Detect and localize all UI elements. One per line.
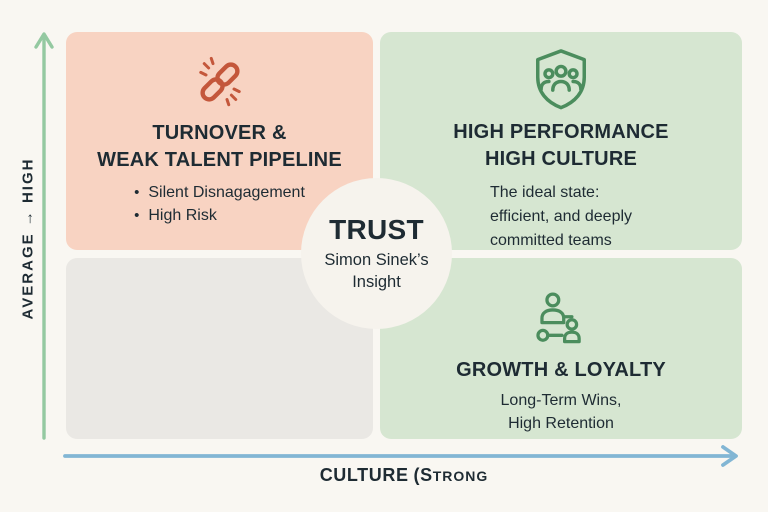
x-axis-label-paren: (S — [413, 465, 433, 485]
bullet-item: • High Risk — [134, 205, 305, 228]
quadrant-title: HIGH PERFORMANCE HIGH CULTURE — [453, 121, 669, 170]
center-trust-circle: TRUST Simon Sinek’s Insight — [301, 178, 452, 329]
bullet-glyph: • — [134, 184, 140, 202]
quadrant-title: TURNOVER & WEAK TALENT PIPELINE — [97, 122, 342, 171]
x-axis-label-strong: TRONG — [432, 468, 489, 484]
quadrant-turnover-weak-pipeline: TURNOVER & WEAK TALENT PIPELINE • Silent… — [66, 32, 373, 250]
x-axis-arrow — [63, 445, 738, 467]
bullet-glyph: • — [134, 206, 140, 224]
quadrant-title: GROWTH & LOYALTY — [456, 359, 666, 381]
quadrant-description: Long-Term Wins, High Retention — [500, 391, 622, 432]
team-hierarchy-icon — [536, 292, 581, 344]
x-axis-label: CULTURE(STRONG — [66, 465, 742, 486]
x-axis-label-culture: CULTURE — [319, 465, 409, 485]
trust-subtitle: Simon Sinek’s Insight — [324, 251, 429, 291]
bullet-item: • Silent Disnagagement — [134, 182, 305, 205]
trust-title: TRUST — [329, 214, 424, 246]
broken-chain-icon — [198, 56, 241, 107]
quadrant-description: The ideal state: efficient, and deeply c… — [489, 184, 633, 250]
bullet-list: • Silent Disnagagement • High Risk — [134, 182, 305, 227]
shield-team-icon — [536, 49, 586, 110]
y-axis-arrow — [34, 32, 54, 440]
